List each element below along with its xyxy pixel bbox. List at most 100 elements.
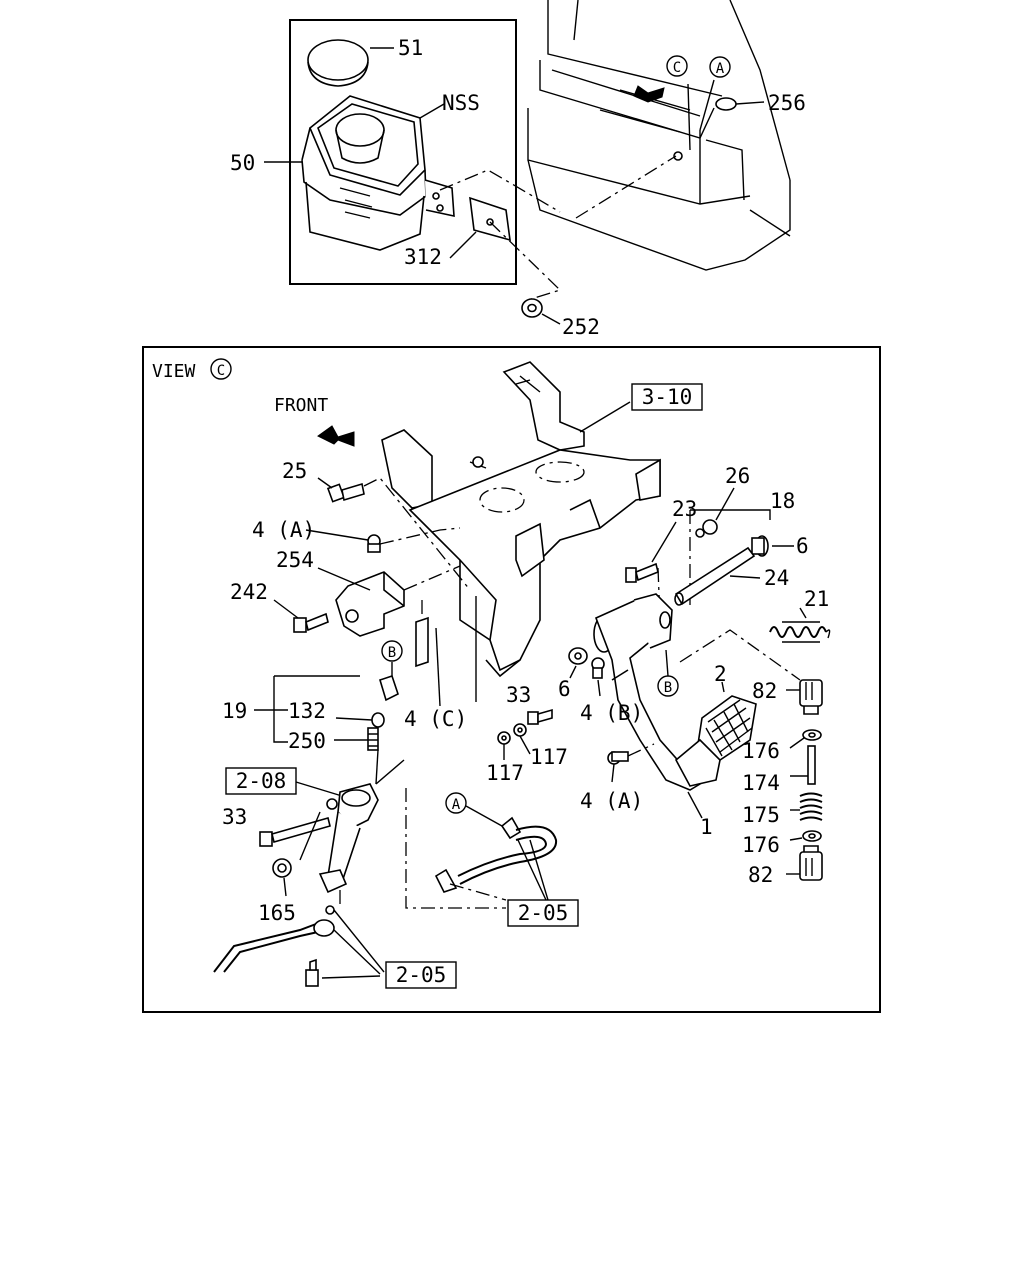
washer-176-bottom (802, 830, 822, 842)
rod-174 (807, 745, 816, 785)
pedal-pad-2 (674, 695, 757, 787)
front-arrow-icon (317, 425, 355, 447)
washer-117-left (497, 731, 511, 745)
bolt-242 (293, 612, 329, 633)
callout-25: 25 (282, 459, 307, 483)
cab-front-outline (527, 0, 791, 271)
callout-176-bottom: 176 (742, 833, 780, 857)
callout-165: 165 (258, 901, 296, 925)
washer-176-top (802, 729, 822, 741)
callout-6-right: 6 (796, 534, 809, 558)
boxed-ref-3-10-text: 3-10 (642, 385, 693, 409)
marker-b-upper-text: B (388, 645, 396, 661)
bolt-23 (625, 562, 659, 583)
callout-51: 51 (398, 36, 423, 60)
spring-175 (799, 792, 823, 821)
callout-2: 2 (714, 662, 727, 686)
boxed-ref-2-08-text: 2-08 (236, 769, 287, 793)
bolt-4b (591, 657, 605, 679)
pedal-bracket (381, 361, 661, 678)
callout-132: 132 (288, 699, 326, 723)
callout-242: 242 (230, 580, 268, 604)
rod-250 (367, 727, 379, 751)
bushing-6-mid (568, 647, 588, 665)
callout-117-left: 117 (486, 761, 524, 785)
plate-4c (415, 616, 429, 668)
boxed-ref-2-05-a-text: 2-05 (518, 901, 569, 925)
marker-a-hose-text: A (452, 797, 461, 813)
boxed-ref-3-10 (631, 383, 703, 411)
callout-82-top: 82 (752, 679, 777, 703)
reservoir-bracket (469, 196, 511, 242)
clutch-pipe (213, 905, 335, 987)
callout-117-right: 117 (530, 745, 568, 769)
callout-21: 21 (804, 587, 829, 611)
boxed-ref-2-05-b (385, 961, 457, 989)
bushing-6-right (751, 535, 769, 557)
callout-nss: NSS (442, 91, 480, 115)
view-c-marker (666, 55, 688, 77)
bolt-4a-low (607, 751, 629, 765)
callout-4a-top: 4 (A) (252, 518, 315, 542)
bolt-25 (326, 482, 365, 503)
bracket-254 (335, 571, 405, 637)
view-direction-arrow (633, 85, 665, 103)
reservoir-tank (301, 95, 455, 251)
clutch-hose (434, 816, 558, 893)
callout-254: 254 (276, 548, 314, 572)
callout-82-bottom: 82 (748, 863, 773, 887)
callout-19: 19 (222, 699, 247, 723)
reservoir-detail-group: C A 51 NSS 50 312 252 256 (230, 0, 806, 339)
view-title-marker-text: C (217, 363, 225, 379)
callout-312: 312 (404, 245, 442, 269)
marker-b-upper (381, 640, 403, 662)
callout-1: 1 (700, 815, 713, 839)
point-a-marker-text: A (716, 61, 725, 77)
reservoir-cap (307, 39, 369, 87)
callout-176-top: 176 (742, 739, 780, 763)
callout-252: 252 (562, 315, 600, 339)
nut-26 (695, 519, 718, 538)
marker-a-hose (445, 792, 467, 814)
callout-250: 250 (288, 729, 326, 753)
view-title: VIEW (152, 361, 196, 382)
view-title-marker (210, 358, 232, 380)
bolt-4a-top (367, 534, 381, 553)
washer-117-right (513, 723, 527, 737)
view-c-marker-text: C (673, 60, 681, 76)
switch-82-bottom (799, 845, 823, 881)
view-c-panel: VIEW C FRONT 3-10 (142, 346, 881, 1013)
callout-26: 26 (725, 464, 750, 488)
switch-82-top (799, 679, 823, 715)
point-a-marker (709, 56, 731, 78)
callout-4a-low: 4 (A) (580, 789, 643, 813)
boxed-ref-2-05-a (507, 899, 579, 927)
clevis-132 (371, 674, 399, 728)
callout-23: 23 (672, 497, 697, 521)
view-c-frame (142, 346, 881, 1013)
master-cylinder (318, 783, 379, 894)
callout-6-mid: 6 (558, 677, 571, 701)
callout-256: 256 (768, 91, 806, 115)
boxed-ref-2-08 (225, 767, 297, 795)
nut-252 (521, 298, 543, 318)
callout-4c: 4 (C) (404, 707, 467, 731)
callout-33-left: 33 (222, 805, 247, 829)
callout-33-mid: 33 (506, 683, 531, 707)
callout-174: 174 (742, 771, 780, 795)
callout-4b: 4 (B) (580, 701, 643, 725)
shaft-24 (674, 546, 756, 606)
plug-256 (715, 97, 737, 111)
callout-18: 18 (770, 489, 795, 513)
front-label: FRONT (274, 395, 328, 416)
bolt-33-mid (527, 708, 553, 725)
callout-50: 50 (230, 151, 255, 175)
spring-21 (769, 621, 831, 643)
nut-165 (272, 858, 292, 878)
marker-b-lower-text: B (664, 680, 672, 696)
callout-175: 175 (742, 803, 780, 827)
callout-24: 24 (764, 566, 789, 590)
boxed-ref-2-05-b-text: 2-05 (396, 963, 447, 987)
reservoir-detail-frame (289, 19, 517, 285)
